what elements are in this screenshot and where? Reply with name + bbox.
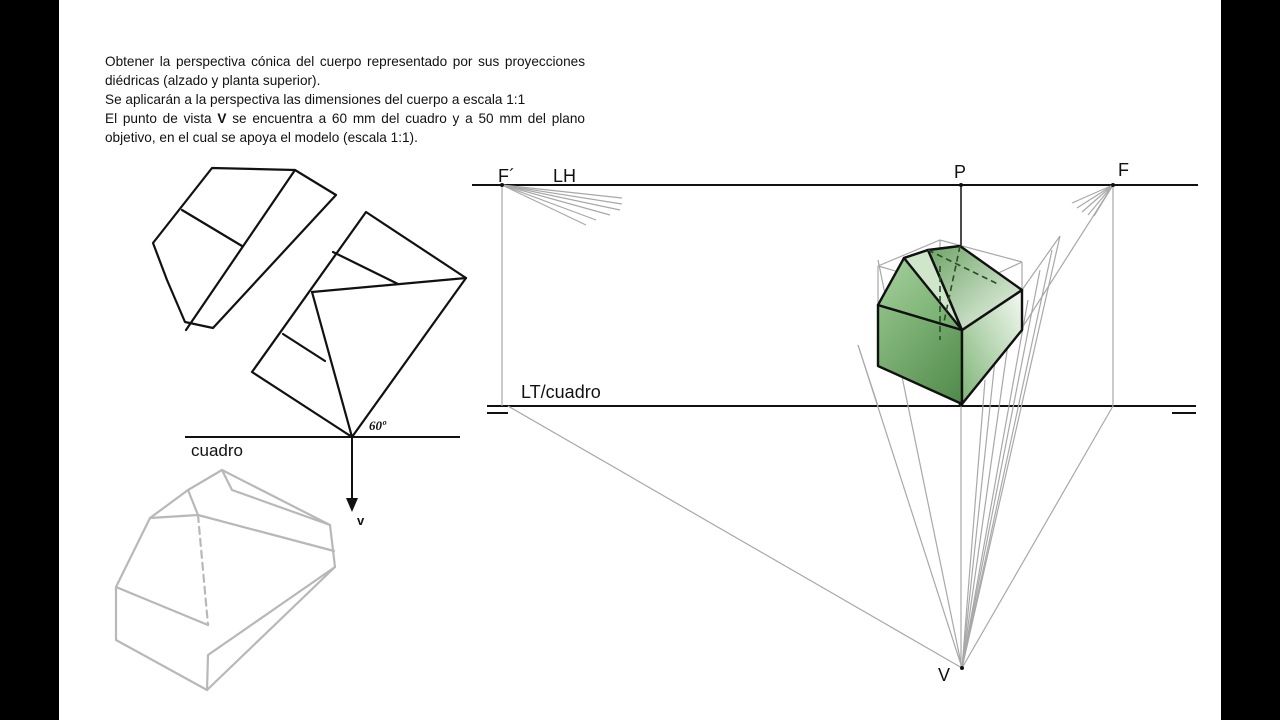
ray-up-a — [857, 344, 879, 407]
arrow-down-icon — [346, 498, 358, 512]
sketch-roof-ridge — [186, 488, 336, 553]
point-v — [960, 666, 964, 670]
statement-line-3: El punto de vista V se encuentra a 60 mm… — [105, 109, 585, 147]
key-points — [500, 183, 1115, 670]
ray-v-f — [961, 299, 1029, 669]
point-fprime — [500, 183, 504, 187]
statement-line-3-pre: El punto de vista — [105, 111, 218, 126]
construction-lines — [501, 184, 1114, 669]
plan-diag-2 — [310, 290, 354, 439]
reference-lines — [472, 184, 1198, 414]
statement-viewpoint-v: V — [217, 111, 227, 126]
small-v-label: v — [357, 513, 365, 528]
ray-v-c — [961, 235, 1061, 669]
plan-diag-1 — [310, 276, 468, 294]
ray-v-right — [961, 405, 1114, 669]
solid-hidden-edges — [927, 245, 1001, 340]
fan-fprime-4 — [501, 184, 611, 216]
statement-line-1: Obtener la perspectiva cónica del cuerpo… — [105, 54, 585, 88]
label-v: V — [938, 665, 950, 685]
point-f — [1111, 183, 1115, 187]
fan-fprime-3 — [501, 184, 621, 211]
label-lh: LH — [553, 166, 576, 186]
point-p — [959, 183, 963, 187]
fan-f-2 — [1076, 184, 1114, 209]
plan-diag-4 — [281, 332, 327, 363]
fan-fprime-6 — [501, 184, 587, 226]
statement-line-2: Se aplicarán a la perspectiva las dimens… — [105, 92, 526, 107]
solid-roof-back — [926, 244, 1024, 332]
sketch-outline — [114, 468, 337, 692]
ray-v-h — [961, 359, 996, 669]
label-p: P — [954, 162, 966, 182]
plan-square-piece — [250, 210, 468, 439]
ray-v-g — [961, 329, 1011, 669]
sketch-hidden-edge — [196, 513, 210, 627]
label-f: F — [1118, 160, 1129, 180]
fan-f-1 — [1071, 184, 1114, 204]
cuadro-label: cuadro — [191, 441, 243, 460]
hidden-edge-2 — [927, 249, 1001, 286]
ray-v-i — [961, 379, 986, 669]
fan-f-4 — [1087, 184, 1114, 216]
fan-f-5 — [1093, 184, 1114, 217]
label-f-prime: F´ — [498, 166, 515, 186]
plan-band-line-2 — [180, 208, 244, 248]
problem-statement: Obtener la perspectiva cónica del cuerpo… — [105, 52, 585, 147]
hidden-edge-1 — [943, 245, 961, 323]
plan-diag-3 — [331, 250, 400, 286]
sketch-mid-line — [114, 585, 210, 627]
ray-up-b — [1021, 235, 1061, 291]
drawing-sheet — [59, 0, 1221, 720]
plan-band-line-1 — [184, 168, 297, 332]
fan-f-3 — [1081, 184, 1114, 213]
plan-view — [151, 166, 468, 439]
statement-line-3-post: se encuentra a 60 mm del cuadro y a 50 m… — [105, 111, 585, 145]
fan-fprime-1 — [501, 184, 623, 199]
sketch-view — [114, 468, 337, 692]
fan-fprime-5 — [501, 184, 597, 221]
point-base — [958, 401, 964, 407]
label-lt-cuadro: LT/cuadro — [521, 382, 601, 402]
ray-v-e — [961, 269, 1041, 669]
angle-label: 60º — [369, 418, 387, 433]
cuadro-and-viewpoint — [185, 436, 460, 512]
ray-v-d — [961, 249, 1053, 669]
sketch-roof-left — [148, 513, 200, 520]
sketch-front-edge — [205, 565, 337, 692]
ray-v-left — [507, 405, 963, 669]
plan-octagon-piece — [151, 166, 338, 330]
fan-fprime-2 — [501, 184, 623, 205]
sketch-top-line — [220, 468, 332, 527]
perspective-solid — [876, 244, 1024, 406]
